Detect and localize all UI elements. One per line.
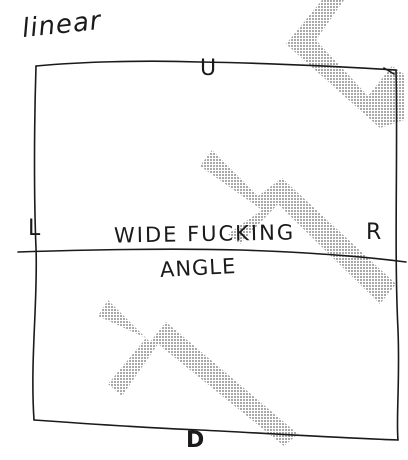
label-right: R (366, 222, 381, 244)
frame-left-edge (33, 66, 36, 420)
shape-top-right-bracket (286, 0, 404, 128)
caption-line-2: ANGLE (160, 256, 237, 281)
frame-bottom-edge (34, 420, 398, 440)
caption-line-1: WIDE FUCKING (114, 222, 295, 246)
label-down: D (186, 430, 204, 452)
label-left: L (28, 218, 40, 240)
sketch-title: linear (21, 8, 103, 42)
shape-bottom-t-figure (98, 300, 298, 446)
label-up: U (200, 58, 216, 80)
frame-right-edge (396, 70, 399, 440)
